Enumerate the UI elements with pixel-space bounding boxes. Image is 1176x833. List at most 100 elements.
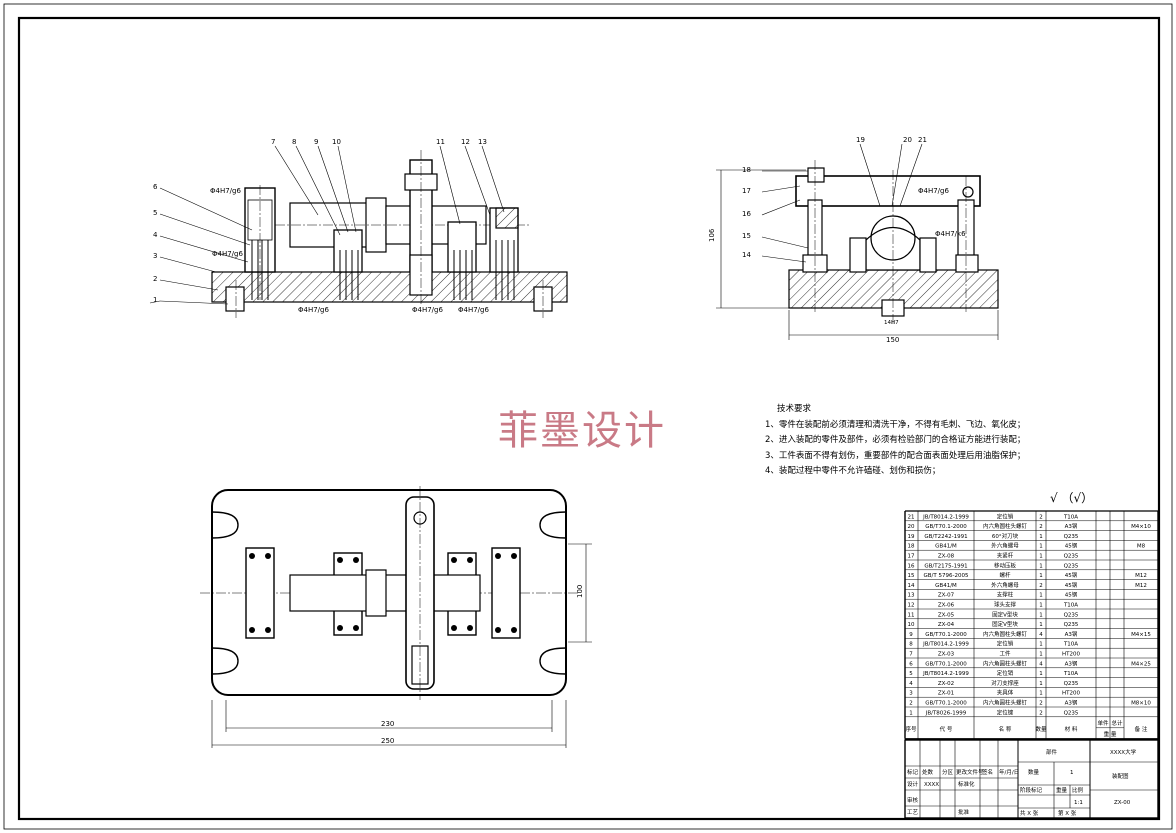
tech-requirements: 技术要求 1、零件在装配前必须清理和清洗干净，不得有毛刺、飞边、氧化皮； 2、进… [765, 402, 1085, 480]
scale-value: 1:1 [1074, 800, 1083, 806]
scale-label: 比例 [1072, 786, 1084, 794]
bom-material: 45钢 [1065, 581, 1078, 589]
side-view: 18 17 16 15 14 19 20 21 Φ4H7/g6 Φ4H7/k6 … [708, 136, 999, 344]
bom-note: M8×10 [1131, 701, 1151, 707]
designer-label: 设计 [907, 780, 919, 788]
fit-label: Φ4H7/g6 [918, 187, 949, 195]
bom-no: 10 [908, 622, 915, 628]
balloon-20: 20 [903, 136, 912, 144]
balloon-5: 5 [153, 209, 157, 217]
balloon-10: 10 [332, 138, 341, 146]
bom-name: 内六角圆柱头螺钉 [983, 522, 1028, 530]
bom-qty: 1 [1039, 622, 1043, 628]
bom-header-single: 单件 [1097, 719, 1109, 727]
tech-item: 3、工件表面不得有划伤，重要部件的配合面表面处理后用油脂保护； [765, 450, 1026, 461]
tech-item: 4、装配过程中零件不允许磕碰、划伤和损伤； [765, 466, 941, 476]
sheet-no: 第 X 张 [1058, 809, 1077, 817]
bom-header-name: 名 称 [999, 725, 1012, 733]
balloon-6: 6 [153, 183, 158, 191]
fit-label: Φ4H7/g6 [298, 306, 329, 314]
fit-label: Φ4H7/g6 [412, 306, 443, 314]
bom-code: ZX-02 [938, 681, 954, 687]
school: XXXX大学 [1110, 748, 1137, 756]
bom-material: Q235 [1064, 554, 1079, 560]
bom-no: 1 [909, 710, 913, 716]
rev-col: 签名 [982, 768, 993, 776]
bom-no: 2 [909, 701, 913, 707]
drawing-no: ZX-00 [1114, 800, 1131, 806]
bom-header-material: 材 料 [1065, 725, 1078, 733]
bom-code: ZX-05 [938, 612, 955, 618]
bom-no: 20 [908, 524, 915, 530]
balloon-3: 3 [153, 252, 157, 260]
bom-note: M12 [1135, 573, 1147, 579]
bom-qty: 1 [1039, 612, 1043, 618]
bom-note: M4×25 [1131, 661, 1151, 667]
bom-no: 6 [909, 661, 913, 667]
dim-outer: 250 [381, 737, 394, 745]
bom-name: 固定V型块 [992, 620, 1018, 628]
bom-code: ZX-06 [938, 603, 955, 609]
bom-qty: 1 [1039, 563, 1043, 569]
balloon-11: 11 [436, 138, 445, 146]
tech-item: 2、进入装配的零件及部件，必须有检验部门的合格证方能进行装配； [765, 435, 1026, 445]
bom-qty: 1 [1039, 603, 1043, 609]
inner-border [17, 16, 1161, 821]
rev-col: 处数 [922, 768, 934, 776]
bom-material: Q235 [1064, 612, 1079, 618]
bom-qty: 1 [1039, 691, 1043, 697]
bom-name: 螺杆 [999, 571, 1011, 579]
fit-label: Φ4H7/g6 [212, 250, 243, 258]
bom-material: A3钢 [1065, 522, 1078, 530]
rev-col: 年/月/日 [999, 768, 1019, 776]
bom-no: 3 [909, 691, 913, 697]
bom-no: 16 [908, 563, 915, 569]
rev-col: 更改文件号 [956, 768, 984, 776]
bom-qty: 1 [1039, 642, 1043, 648]
dim-inner: 230 [381, 720, 394, 728]
balloon-8: 8 [292, 138, 296, 146]
bom-qty: 2 [1039, 514, 1043, 520]
bom-no: 13 [908, 593, 915, 599]
bom-material: Q235 [1064, 681, 1079, 687]
bom-note: M4×15 [1131, 632, 1151, 638]
bom-qty: 1 [1039, 681, 1043, 687]
bom-qty: 1 [1039, 534, 1043, 540]
dim-height: 106 [708, 228, 716, 242]
balloon-12: 12 [461, 138, 470, 146]
bom-material: Q235 [1064, 622, 1079, 628]
qty-label: 数量 [1028, 768, 1040, 776]
bom-code: ZX-08 [938, 554, 955, 560]
std-label: 标准化 [958, 780, 975, 788]
bom-header-no: 序号 [905, 725, 917, 733]
balloon-18: 18 [742, 166, 751, 174]
process-label: 工艺 [907, 809, 919, 816]
bom-name: 内六角圆柱头螺钉 [983, 659, 1028, 667]
bom-header-total: 总计 [1111, 719, 1123, 727]
bom-header-note: 备 注 [1135, 725, 1148, 733]
approve-label: 批准 [958, 808, 970, 816]
bom-material: 45钢 [1065, 571, 1078, 579]
watermark: 菲墨设计 [498, 408, 666, 454]
rev-col: 标记 [907, 768, 919, 776]
bom-code: GB/T 5796-2005 [924, 573, 969, 579]
bom-code: GB/T70.1-2000 [925, 701, 967, 707]
bom-code: GB/T2175-1991 [924, 563, 967, 569]
bom-code: GB/T70.1-2000 [925, 661, 967, 667]
bom-material: 45钢 [1065, 591, 1078, 599]
bom-header-weight: 重 量 [1104, 730, 1117, 738]
bom-note: M4×10 [1131, 524, 1151, 530]
bom-no: 12 [908, 603, 915, 609]
balloon-15: 15 [742, 232, 751, 240]
bom-code: GB41/M [935, 583, 957, 589]
stage-label: 阶段标记 [1020, 786, 1043, 794]
balloon-19: 19 [856, 136, 865, 144]
qty-value: 1 [1070, 770, 1074, 776]
part-label: 部件 [1046, 748, 1058, 756]
balloon-14: 14 [742, 251, 751, 259]
surface-finish-mark: √ （√） [1050, 491, 1094, 505]
bom-name: 支撑柱 [997, 591, 1014, 599]
bom-note: M8 [1137, 544, 1146, 550]
bom-no: 15 [908, 573, 915, 579]
bom-no: 8 [909, 642, 913, 648]
